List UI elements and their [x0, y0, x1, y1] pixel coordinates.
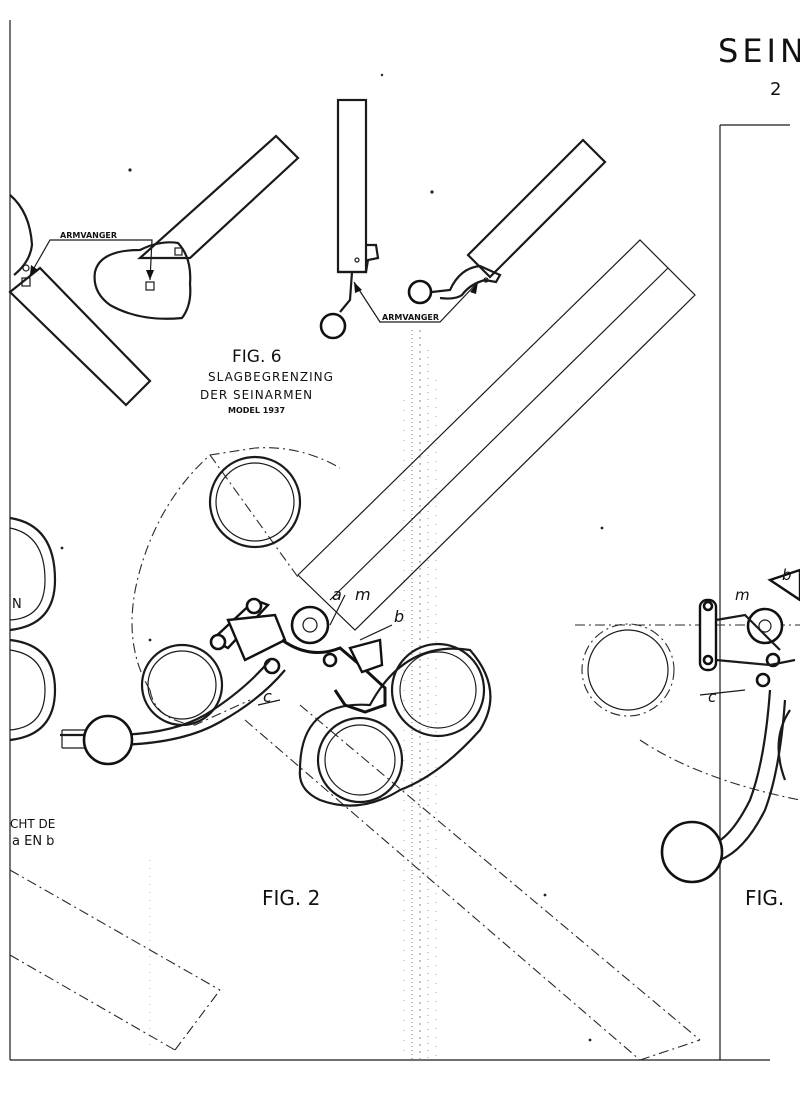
fig6-right-arm [407, 138, 607, 305]
fig6-callout-right: ARMVANGER [382, 313, 439, 322]
fig6-caption-line1: SLAGBEGRENZING [208, 370, 334, 384]
fig6-caption-line3: MODEL 1937 [228, 406, 285, 415]
fig6-left-callout [29, 239, 154, 281]
fig6-left-arm [8, 194, 152, 407]
fig2-letter-m: m [355, 585, 371, 604]
fig-right-letter-c: c [708, 688, 717, 706]
fig-right-letter-b: b [782, 566, 792, 584]
fig-right-label: FIG. [745, 886, 784, 910]
sheet-subtitle-fragment: 2 [770, 79, 781, 100]
fig2-lower-arm-dashed [9, 704, 701, 1061]
fig6-callout-left: ARMVANGER [60, 231, 117, 240]
fig6-mast [319, 98, 380, 340]
left-fragment-caption-line1: CHT DE [10, 817, 55, 831]
fig6-label: FIG. 6 [232, 347, 282, 367]
fig2-letter-c: c [263, 687, 272, 706]
fig2-lens-top [208, 455, 302, 549]
sheet-border [9, 20, 790, 1061]
fig2-upper-arm [297, 239, 696, 631]
left-fragment-letter: N [12, 597, 22, 612]
scan-noise [149, 330, 437, 1060]
fig6-armvanger-plate [93, 134, 300, 320]
left-fragment-lenses [9, 516, 57, 742]
fig2-dashed-outline [131, 447, 341, 726]
fig6-right-callout [353, 281, 479, 323]
fig2-mechanism [60, 594, 393, 766]
left-fragment-caption-line2: a EN b [12, 834, 54, 849]
fig2-letter-a: a [332, 585, 342, 604]
fig-right-letter-m: m [735, 586, 750, 604]
fig2-lens-right [298, 642, 492, 807]
fig2-label: FIG. 2 [262, 886, 320, 910]
fig6-caption-line2: DER SEINARMEN [200, 388, 313, 402]
fig2-letter-b: b [394, 607, 404, 626]
fig-right-outline [575, 623, 800, 801]
sheet-title-fragment: SEIN [718, 32, 800, 70]
fig-right-mechanism [660, 568, 800, 884]
scan-specks [60, 73, 604, 1042]
